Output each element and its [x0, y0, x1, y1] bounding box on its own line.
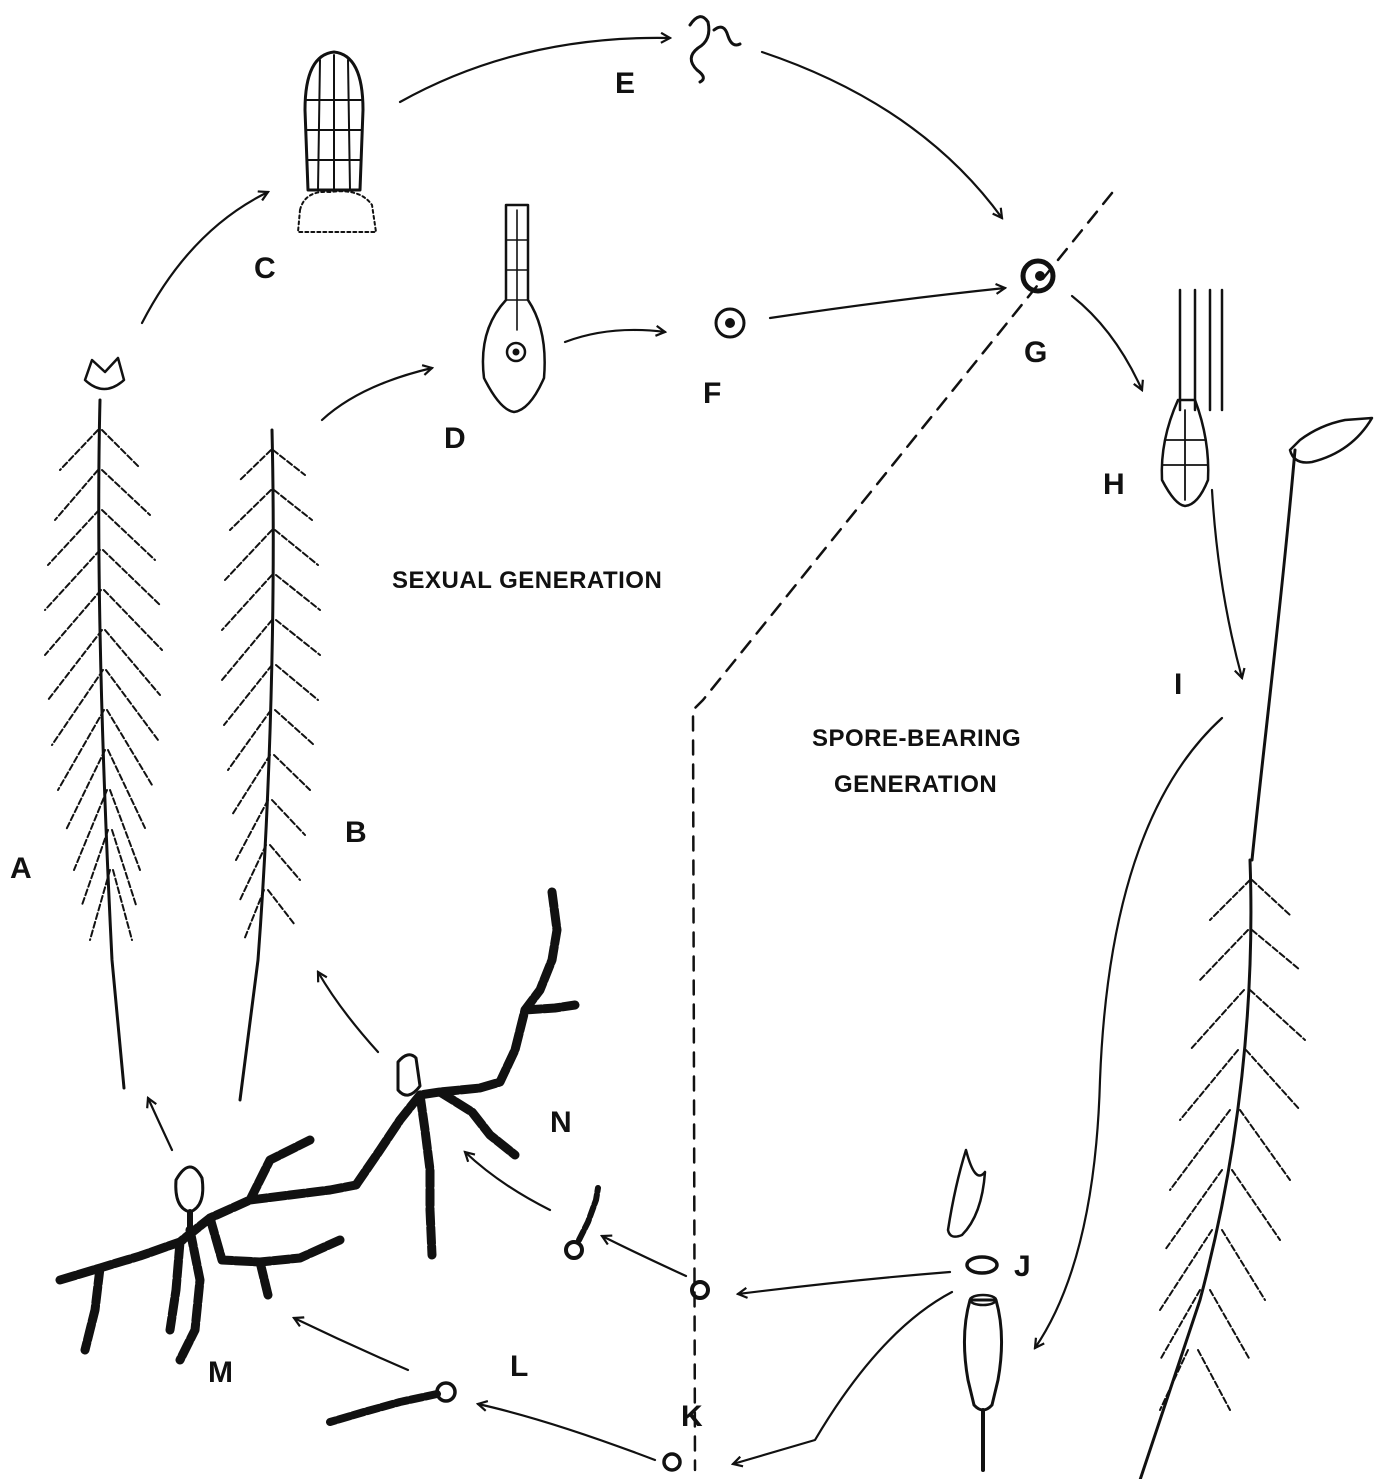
archegonium-d — [483, 205, 545, 412]
arrow-l-to-m — [294, 1318, 408, 1370]
label-l: L — [510, 1350, 528, 1383]
arrow-d-to-f — [565, 330, 665, 342]
protonema-n — [356, 892, 575, 1255]
arrow-i-to-j — [1035, 718, 1222, 1348]
arrow-b-to-d — [322, 368, 432, 420]
zygote-g — [1023, 261, 1053, 291]
arrow-g-to-h — [1072, 296, 1142, 390]
label-b: B — [345, 816, 367, 849]
label-g: G — [1024, 336, 1047, 369]
generation-divider — [693, 193, 1112, 1470]
label-c: C — [254, 252, 276, 285]
arrow-j-to-lower-spore — [733, 1292, 952, 1464]
generation-labels: SEXUAL GENERATION SPORE-BEARING GENERATI… — [392, 567, 1021, 798]
label-h: H — [1103, 468, 1125, 501]
sexual-generation-label: SEXUAL GENERATION — [392, 567, 662, 594]
egg-f — [716, 309, 744, 337]
spore-bearing-label-line1: SPORE-BEARING — [812, 725, 1021, 752]
arrow-n-to-b — [318, 972, 378, 1052]
label-e: E — [615, 67, 635, 100]
arrow-upper-l-to-n — [465, 1152, 550, 1210]
spore-upper-k — [692, 1282, 708, 1298]
female-moss-plant-a — [45, 358, 162, 1088]
label-m: M — [208, 1356, 233, 1389]
arrow-lower-spore-to-l — [478, 1404, 655, 1460]
label-d: D — [444, 422, 466, 455]
arrow-j-to-upper-spore — [738, 1272, 950, 1294]
label-a: A — [10, 852, 32, 885]
germinating-spore-lower-l — [330, 1383, 455, 1422]
label-n: N — [550, 1106, 572, 1139]
spore-lower-k — [664, 1454, 680, 1470]
sperm-e — [690, 17, 740, 82]
capsule-j — [948, 1150, 1002, 1470]
label-f: F — [703, 377, 721, 410]
arrow-e-to-g — [762, 52, 1002, 218]
arrow-a-to-c — [142, 192, 268, 323]
germinating-spore-upper-l — [566, 1188, 598, 1258]
arrow-m-to-a — [148, 1098, 172, 1150]
label-i: I — [1174, 668, 1182, 701]
sporophyte-on-plant-i — [1140, 418, 1372, 1479]
label-k: K — [681, 1400, 703, 1433]
arrow-h-to-i — [1212, 490, 1242, 678]
label-j: J — [1014, 1250, 1031, 1283]
spore-bearing-label-line2: GENERATION — [834, 771, 997, 798]
male-moss-plant-b — [222, 430, 320, 1100]
embryo-h — [1162, 290, 1222, 506]
arrow-f-to-g — [770, 288, 1005, 318]
arrow-spore-to-upper-l — [602, 1236, 686, 1276]
antheridium-c — [298, 52, 376, 232]
